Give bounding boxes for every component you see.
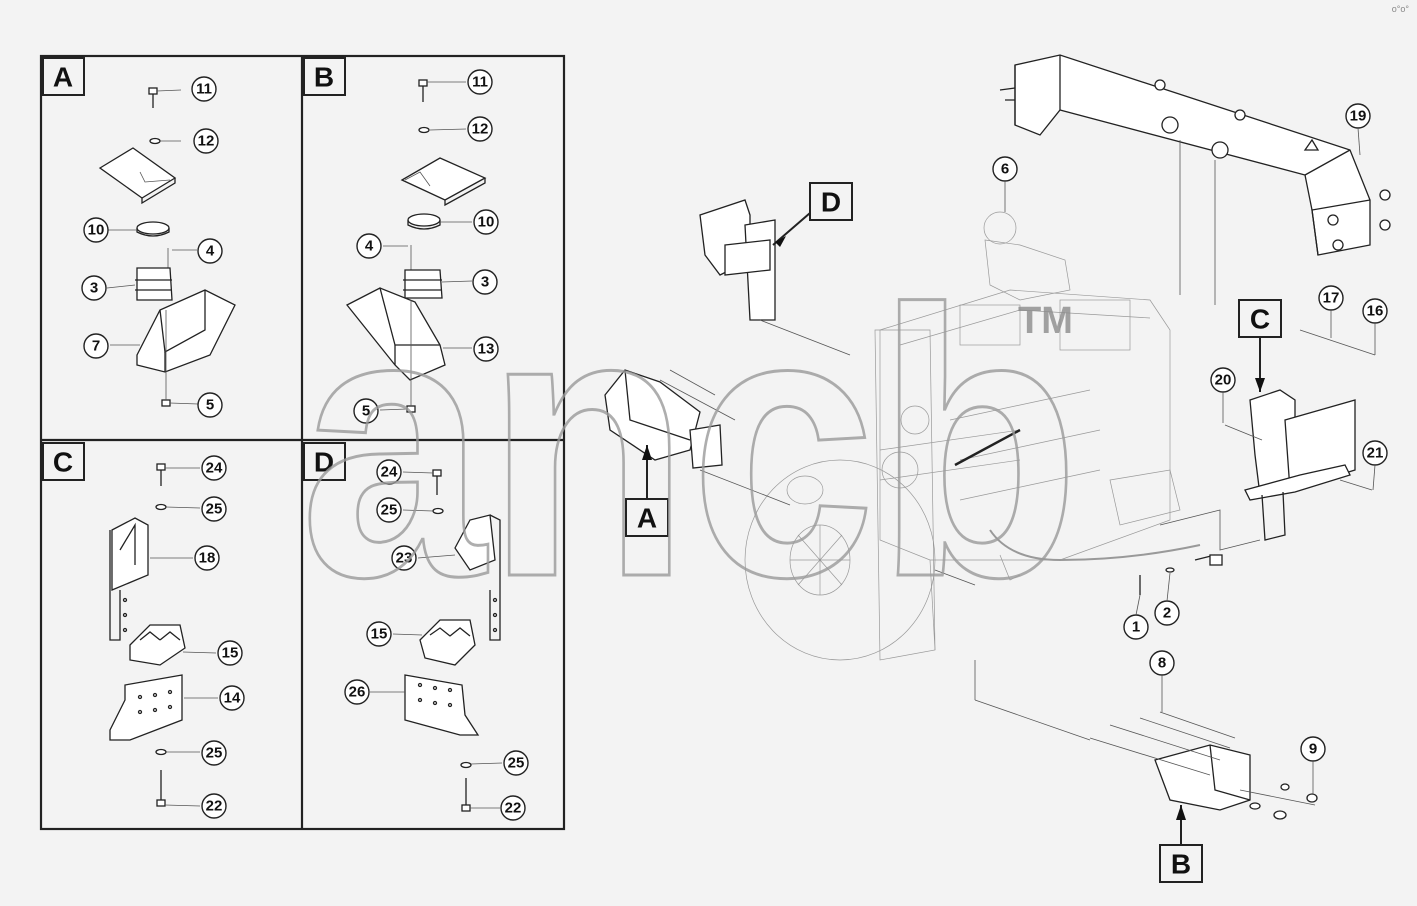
svg-text:25: 25 (206, 745, 223, 762)
svg-text:20: 20 (1215, 372, 1232, 389)
svg-text:C: C (1250, 304, 1270, 335)
svg-text:13: 13 (478, 341, 495, 358)
svg-text:TM: TM (1018, 300, 1073, 342)
panel-b-callouts: 11 12 10 4 3 13 5 (353, 69, 499, 424)
svg-text:24: 24 (381, 464, 398, 481)
panel-a-callouts: 11 12 10 4 3 7 5 (81, 76, 223, 418)
svg-text:16: 16 (1367, 303, 1384, 320)
mount-c-assembly (1159, 329, 1376, 551)
svg-text:14: 14 (224, 690, 241, 707)
svg-text:26: 26 (349, 684, 366, 701)
svg-text:1: 1 (1132, 619, 1140, 636)
svg-text:17: 17 (1323, 290, 1340, 307)
panel-d-parts (370, 469, 503, 812)
panel-label-c: C (42, 442, 85, 481)
svg-text:9: 9 (1309, 741, 1317, 758)
mount-b-assembly (934, 554, 1318, 820)
svg-text:11: 11 (472, 74, 488, 91)
main-label-c: C (1238, 299, 1282, 392)
mount-a-assembly (604, 369, 791, 506)
panel-label-b: B (303, 57, 346, 96)
svg-text:25: 25 (508, 755, 525, 772)
svg-text:6: 6 (1001, 161, 1009, 178)
panel-c-callouts: 24 25 18 15 14 25 22 (194, 455, 245, 819)
engine-illustration (744, 211, 1201, 661)
svg-text:B: B (314, 62, 334, 93)
svg-text:8: 8 (1158, 655, 1166, 672)
svg-text:3: 3 (90, 280, 98, 297)
main-label-b: B (1159, 805, 1203, 883)
svg-text:2: 2 (1163, 605, 1171, 622)
main-label-d: D (772, 182, 853, 247)
svg-text:11: 11 (196, 81, 212, 98)
svg-text:23: 23 (396, 550, 413, 567)
svg-text:19: 19 (1350, 108, 1367, 125)
svg-text:3: 3 (481, 274, 489, 291)
svg-text:ancb: ancb (300, 231, 1080, 656)
svg-text:5: 5 (362, 403, 370, 420)
svg-text:10: 10 (88, 222, 105, 239)
panel-a-parts (98, 87, 236, 407)
corner-mark: o°o° (1391, 4, 1409, 14)
svg-text:10: 10 (478, 214, 495, 231)
svg-text:21: 21 (1367, 445, 1384, 462)
svg-text:15: 15 (371, 626, 388, 643)
svg-text:12: 12 (198, 133, 215, 150)
svg-text:B: B (1171, 849, 1191, 880)
main-callouts: 6 19 17 16 20 21 1 2 8 9 (992, 103, 1388, 795)
crossmember-19 (999, 54, 1391, 305)
svg-text:C: C (53, 447, 73, 478)
panel-label-a: A (42, 57, 85, 96)
svg-text:A: A (637, 503, 657, 534)
svg-text:22: 22 (206, 798, 223, 815)
svg-text:25: 25 (381, 502, 398, 519)
svg-text:4: 4 (206, 243, 215, 260)
svg-text:18: 18 (199, 550, 216, 567)
svg-text:D: D (821, 187, 841, 218)
mount-d-assembly (699, 199, 851, 356)
svg-text:D: D (314, 447, 334, 478)
panel-c-parts (109, 463, 218, 807)
svg-text:22: 22 (505, 800, 522, 817)
svg-text:12: 12 (472, 121, 489, 138)
svg-text:15: 15 (222, 645, 239, 662)
main-label-a: A (625, 445, 669, 537)
svg-text:4: 4 (365, 238, 374, 255)
svg-text:25: 25 (206, 501, 223, 518)
panel-d-callouts: 24 25 23 15 26 25 22 (344, 459, 529, 821)
svg-text:7: 7 (92, 338, 100, 355)
panel-label-d: D (303, 442, 346, 481)
svg-text:A: A (53, 62, 73, 93)
panel-frame (39, 54, 566, 831)
watermark-logo: ancb TM (299, 230, 1082, 658)
svg-text:24: 24 (206, 460, 223, 477)
svg-text:5: 5 (206, 397, 214, 414)
panel-b-parts (345, 79, 487, 413)
